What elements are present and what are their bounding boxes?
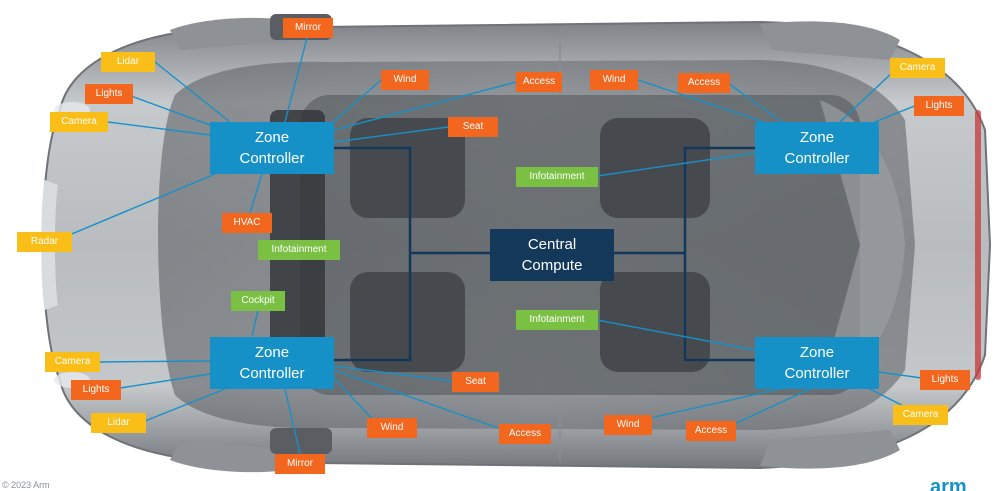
zone-controller-line2: Controller: [784, 365, 850, 382]
label-lidar-top: Lidar: [101, 52, 155, 72]
zone-controller-line1: Zone: [254, 129, 290, 146]
label-infotainment-rear-right: Infotainment: [516, 310, 598, 330]
label-lidar-bottom: Lidar: [91, 413, 146, 433]
seat-rear-right: [600, 272, 710, 372]
rear-fender-top: [760, 21, 900, 60]
label-camera-front-right: Camera: [45, 352, 100, 372]
copyright-text: © 2023 Arm: [2, 480, 50, 490]
label-wind-front-left: Wind: [381, 70, 429, 90]
label-infotainment-front: Infotainment: [258, 240, 340, 260]
zone-controller-line2: Controller: [784, 150, 850, 167]
label-hvac: HVAC: [222, 213, 272, 233]
label-camera-rear-left: Camera: [890, 58, 945, 78]
zone-controller-rear-right: Zone Controller: [755, 337, 879, 389]
zone-controller-line1: Zone: [799, 129, 835, 146]
label-lights-front-left: Lights: [85, 84, 133, 104]
label-mirror-top: Mirror: [283, 18, 333, 38]
label-lights-front-right: Lights: [71, 380, 121, 400]
peripheral-connections: [54, 37, 930, 455]
label-wind-rear-left: Wind: [590, 70, 638, 90]
arm-logo: arm: [930, 476, 967, 491]
label-access-rear-left: Access: [678, 73, 730, 93]
label-access-rear-right: Access: [686, 421, 736, 441]
central-compute-line1: Central: [527, 236, 577, 253]
rear-light-strip: [975, 110, 981, 380]
zone-controller-line1: Zone: [799, 344, 835, 361]
zone-controller-front-right: Zone Controller: [210, 337, 334, 389]
central-compute-line2: Compute: [521, 257, 583, 274]
label-wind-rear-right: Wind: [604, 415, 652, 435]
label-mirror-bottom: Mirror: [275, 454, 325, 474]
label-cockpit: Cockpit: [231, 291, 285, 311]
label-access-front-right: Access: [499, 424, 551, 444]
seat-front-right: [350, 272, 465, 372]
label-infotainment-rear-left: Infotainment: [516, 167, 598, 187]
label-access-front-left: Access: [516, 72, 562, 92]
label-wind-front-right: Wind: [367, 418, 417, 438]
zone-controller-line2: Controller: [239, 365, 305, 382]
central-compute-node: Central Compute: [490, 229, 614, 281]
zone-controller-rear-left: Zone Controller: [755, 122, 879, 174]
seat-front-left: [350, 118, 465, 218]
zone-controller-front-left: Zone Controller: [210, 122, 334, 174]
mirror-bottom-shape: [270, 428, 332, 454]
label-seat-front-left: Seat: [448, 117, 498, 137]
zone-controller-line1: Zone: [254, 344, 290, 361]
front-fender-top: [170, 17, 300, 50]
label-radar: Radar: [17, 232, 72, 252]
rear-fender-bottom: [760, 430, 900, 469]
zone-controller-line2: Controller: [239, 150, 305, 167]
front-fender-bottom: [170, 440, 300, 473]
label-lights-rear-right: Lights: [920, 370, 970, 390]
label-camera-rear-right: Camera: [893, 405, 948, 425]
backbone-network: [334, 146, 755, 362]
label-lights-rear-left: Lights: [914, 96, 964, 116]
label-seat-front-right: Seat: [452, 372, 499, 392]
label-camera-front-left: Camera: [50, 112, 108, 132]
